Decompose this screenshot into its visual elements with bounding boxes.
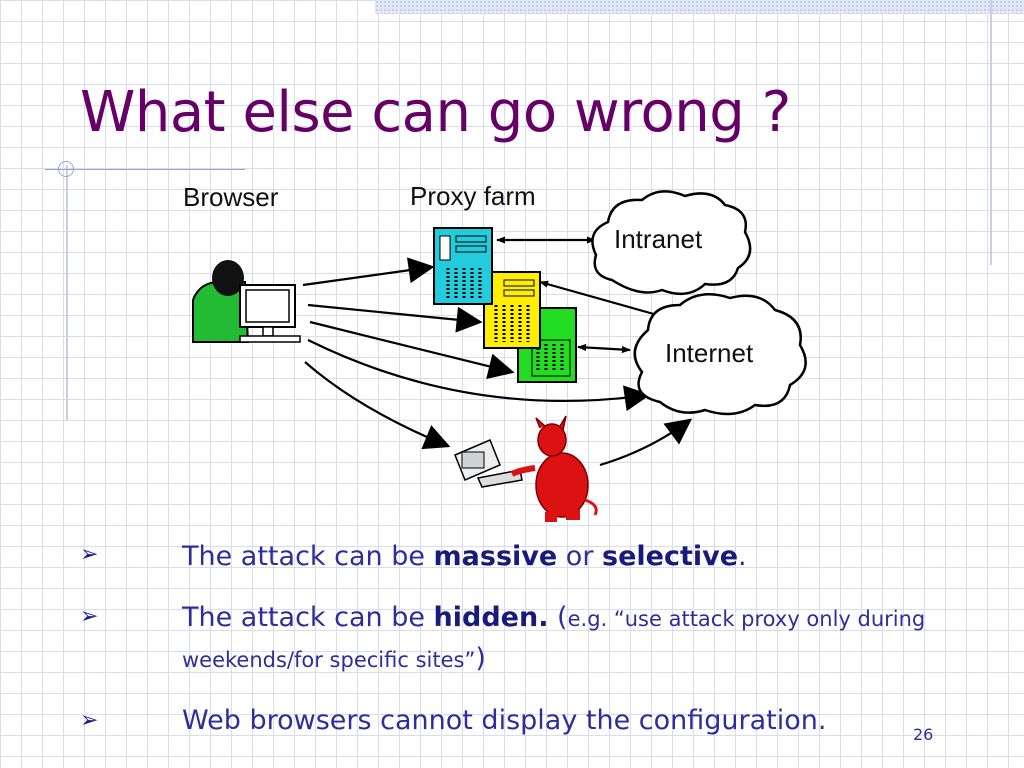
slide-title: What else can go wrong ? [80, 80, 791, 145]
bullet-item-2: The attack can be hidden. (e.g. “use att… [182, 598, 927, 680]
bullet-1-part-c: or [557, 541, 603, 572]
browser-label: Browser [183, 182, 279, 212]
devil-attacker-icon [510, 415, 598, 522]
bullet-item-1: The attack can be massive or selective. [182, 537, 927, 577]
bullet-2-part-e: ) [475, 643, 486, 674]
right-decorative-line [990, 0, 992, 265]
internet-label: Internet [665, 338, 754, 368]
bullet-marker-3: ➢ [80, 708, 99, 733]
proxy-farm-label: Proxy farm [410, 181, 536, 211]
bullet-item-3: Web browsers cannot display the configur… [182, 705, 827, 736]
left-decorative-line [66, 165, 68, 420]
page-number: 26 [913, 725, 934, 744]
proxy-server-1-icon [433, 227, 493, 305]
intranet-label: Intranet [614, 224, 703, 254]
bullet-1-part-a: The attack can be [182, 541, 434, 572]
attacker-computer-icon [454, 439, 523, 488]
bullet-2-part-a: The attack can be [182, 602, 434, 633]
bullet-marker-2: ➢ [80, 604, 99, 629]
bullet-2-part-c: ( [548, 602, 568, 633]
bullet-1-emphasis-massive: massive [433, 541, 558, 572]
proxy-attack-diagram: Browser Proxy farm [183, 181, 807, 522]
user-computer-icon [192, 260, 301, 343]
internet-cloud-icon: Internet [633, 293, 807, 416]
top-decorative-band [375, 0, 1024, 14]
connection-arrows [302, 236, 693, 467]
bullet-1-part-e: . [738, 541, 747, 572]
crosshair-ornament [58, 161, 74, 177]
bullet-1-emphasis-selective: selective [602, 541, 739, 572]
title-underline [45, 169, 245, 170]
bullet-marker-1: ➢ [80, 542, 99, 567]
intranet-cloud-icon: Intranet [591, 190, 752, 296]
bullet-2-emphasis-hidden: hidden. [433, 602, 549, 633]
bullet-2-example: e.g. “use attack proxy only during weeke… [182, 607, 926, 672]
proxy-server-2-icon [483, 271, 541, 349]
